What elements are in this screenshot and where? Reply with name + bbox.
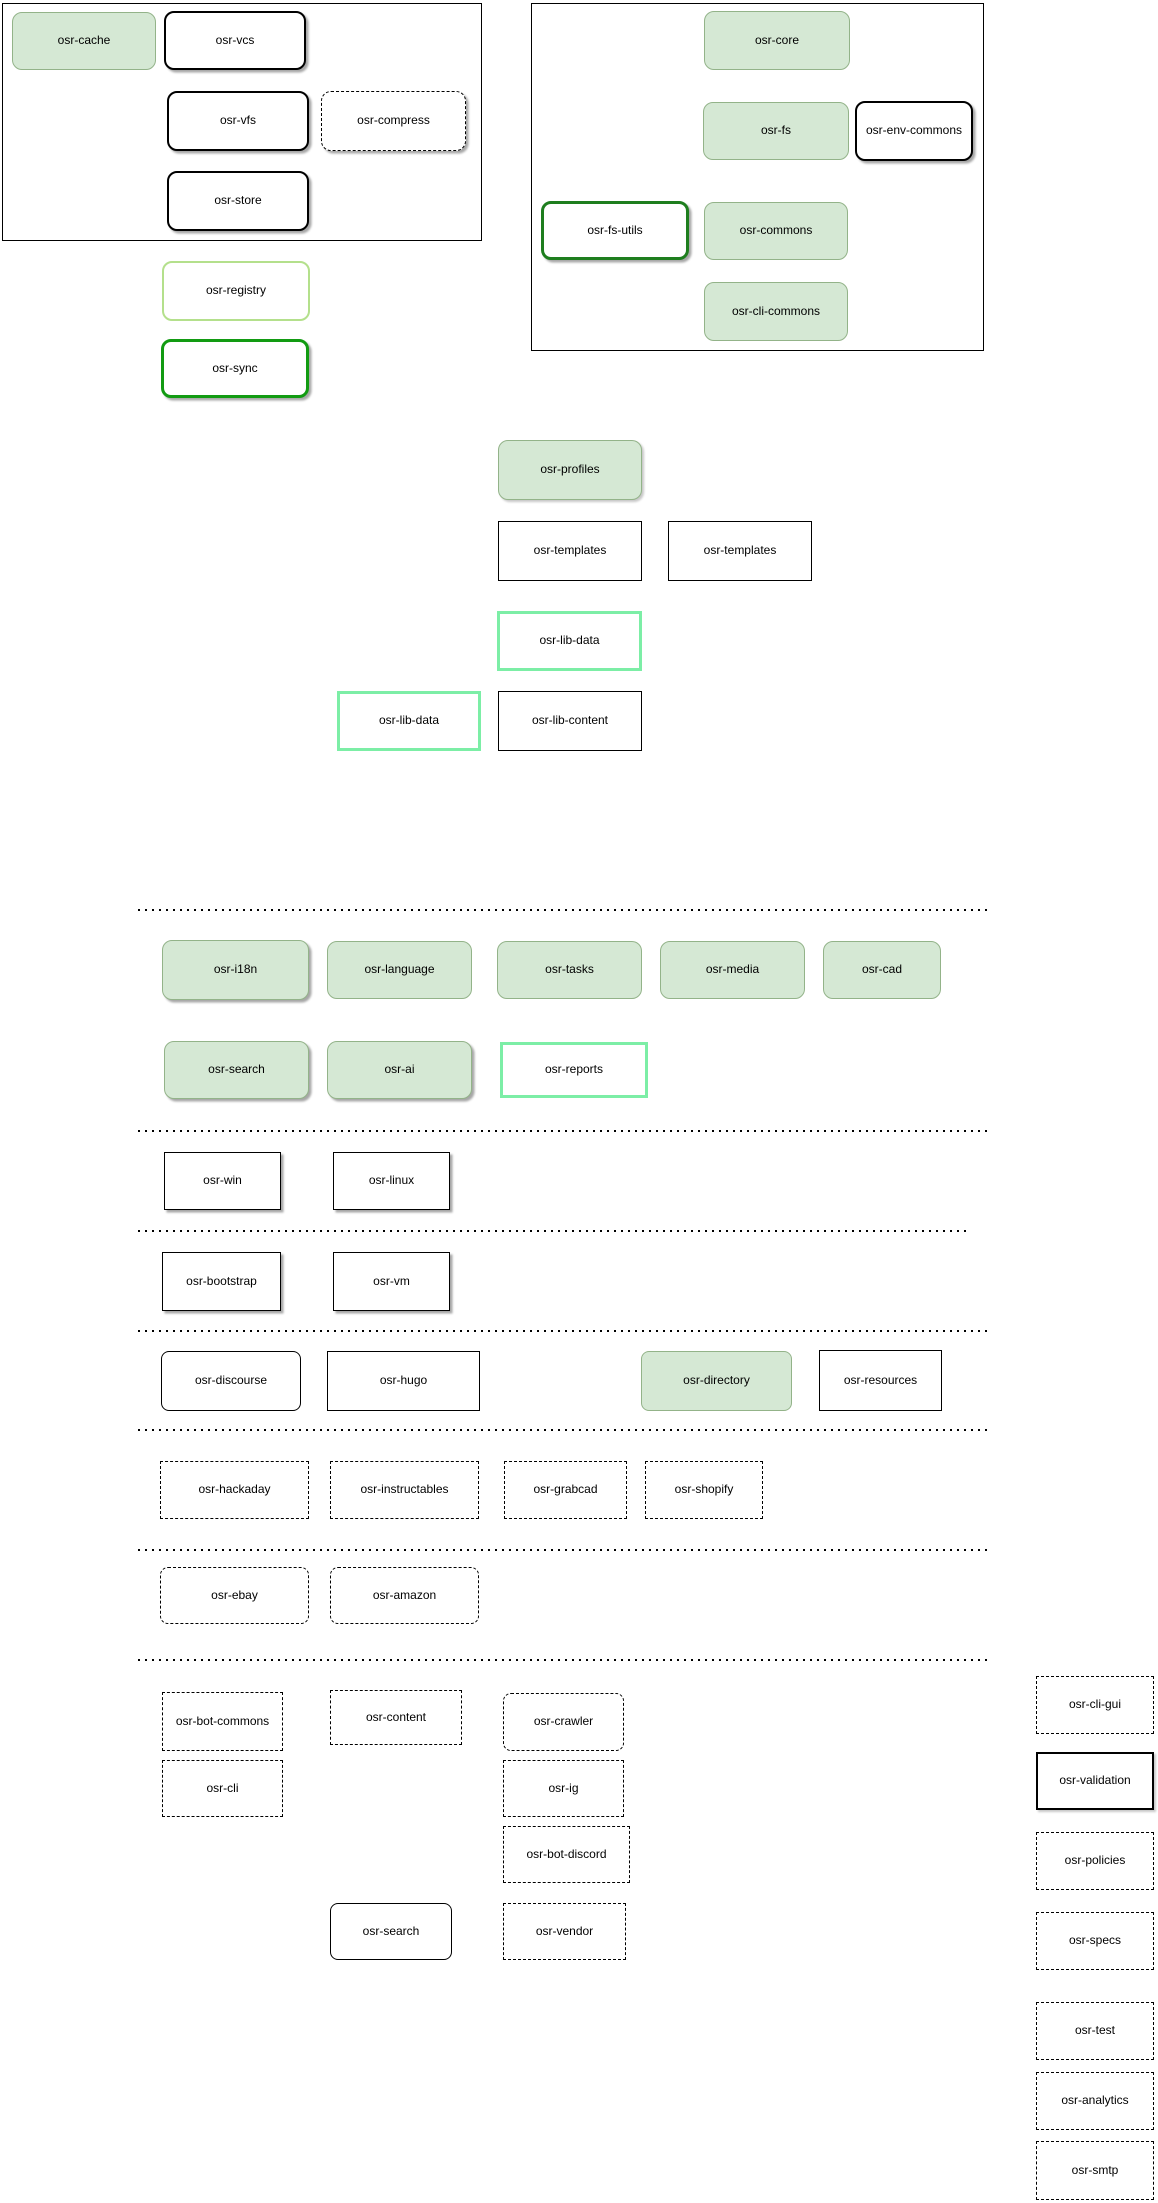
node-osr-language: osr-language (327, 941, 472, 999)
node-osr-tasks: osr-tasks (497, 941, 642, 999)
node-osr-i18n: osr-i18n (162, 940, 309, 1000)
node-osr-sync: osr-sync (161, 339, 309, 398)
dotted-separator-6 (138, 1549, 989, 1551)
node-osr-win: osr-win (164, 1152, 281, 1210)
dotted-separator-5 (138, 1429, 989, 1431)
node-osr-lib-data-2: osr-lib-data (337, 691, 481, 751)
node-osr-ai: osr-ai (327, 1041, 472, 1099)
node-osr-vfs: osr-vfs (167, 91, 309, 151)
node-osr-content: osr-content (330, 1690, 462, 1745)
node-osr-vcs: osr-vcs (164, 11, 306, 70)
node-osr-test: osr-test (1036, 2002, 1154, 2060)
node-osr-shopify: osr-shopify (645, 1461, 763, 1519)
node-osr-directory: osr-directory (641, 1351, 792, 1411)
node-osr-vm: osr-vm (333, 1252, 450, 1311)
node-osr-cli-commons: osr-cli-commons (704, 282, 848, 341)
node-osr-compress: osr-compress (321, 91, 466, 151)
node-osr-hackaday: osr-hackaday (160, 1461, 309, 1519)
node-osr-core: osr-core (704, 11, 850, 70)
group-box-core (531, 3, 984, 351)
node-osr-fs-utils: osr-fs-utils (541, 201, 689, 260)
node-osr-smtp: osr-smtp (1036, 2141, 1154, 2200)
node-osr-crawler: osr-crawler (503, 1693, 624, 1751)
node-osr-ig: osr-ig (503, 1760, 624, 1817)
node-osr-registry: osr-registry (162, 261, 310, 321)
node-osr-analytics: osr-analytics (1036, 2072, 1154, 2130)
node-osr-bot-discord: osr-bot-discord (503, 1826, 630, 1883)
node-osr-discourse: osr-discourse (161, 1351, 301, 1411)
node-osr-bot-commons: osr-bot-commons (162, 1692, 283, 1751)
node-osr-instructables: osr-instructables (330, 1461, 479, 1519)
node-osr-templates-1: osr-templates (498, 521, 642, 581)
node-osr-fs: osr-fs (703, 102, 849, 160)
node-osr-search-bottom: osr-search (330, 1903, 452, 1960)
node-osr-grabcad: osr-grabcad (504, 1461, 627, 1519)
node-osr-profiles: osr-profiles (498, 440, 642, 500)
dotted-separator-1 (138, 909, 989, 911)
node-osr-search-top: osr-search (164, 1041, 309, 1099)
dotted-separator-3 (138, 1230, 966, 1232)
node-osr-amazon: osr-amazon (330, 1567, 479, 1624)
node-osr-lib-data-1: osr-lib-data (497, 611, 642, 671)
dotted-separator-7 (138, 1659, 989, 1661)
node-osr-validation: osr-validation (1036, 1752, 1154, 1810)
node-osr-hugo: osr-hugo (327, 1351, 480, 1411)
node-osr-lib-content: osr-lib-content (498, 691, 642, 751)
node-osr-resources: osr-resources (819, 1350, 942, 1411)
node-osr-media: osr-media (660, 941, 805, 999)
node-osr-cache: osr-cache (12, 12, 156, 70)
node-osr-linux: osr-linux (333, 1152, 450, 1210)
group-box-storage (2, 3, 482, 241)
node-osr-bootstrap: osr-bootstrap (162, 1252, 281, 1311)
node-osr-vendor: osr-vendor (503, 1903, 626, 1960)
node-osr-cli: osr-cli (162, 1760, 283, 1817)
node-osr-policies: osr-policies (1036, 1832, 1154, 1890)
node-osr-specs: osr-specs (1036, 1912, 1154, 1970)
node-osr-cad: osr-cad (823, 941, 941, 999)
node-osr-env-commons: osr-env-commons (855, 101, 973, 161)
node-osr-templates-2: osr-templates (668, 521, 812, 581)
node-osr-commons: osr-commons (704, 202, 848, 260)
node-osr-reports: osr-reports (500, 1042, 648, 1098)
node-osr-store: osr-store (167, 171, 309, 231)
dotted-separator-2 (138, 1130, 989, 1132)
node-osr-ebay: osr-ebay (160, 1567, 309, 1624)
node-osr-cli-gui: osr-cli-gui (1036, 1676, 1154, 1734)
dotted-separator-4 (138, 1330, 989, 1332)
